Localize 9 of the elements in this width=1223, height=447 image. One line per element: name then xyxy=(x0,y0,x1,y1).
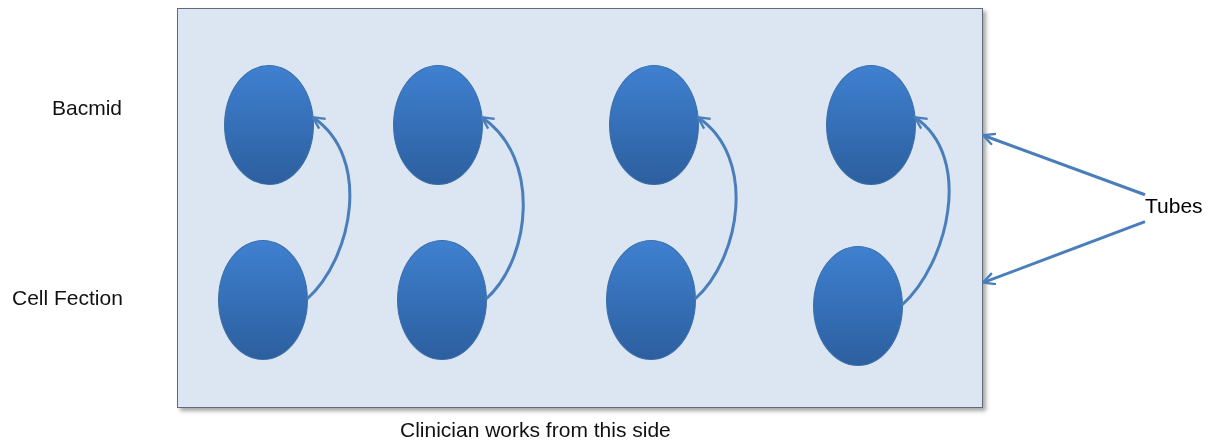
row-label: Cell Fection xyxy=(12,286,123,310)
arrow xyxy=(693,116,738,301)
arrow xyxy=(981,220,1146,286)
tubes-label: Tubes xyxy=(1145,194,1203,218)
arrow xyxy=(480,116,525,301)
side-note: Clinician works from this side xyxy=(400,418,671,442)
arrow xyxy=(981,132,1146,197)
tube-rack xyxy=(177,8,983,408)
row-label: Bacmid xyxy=(52,96,123,120)
